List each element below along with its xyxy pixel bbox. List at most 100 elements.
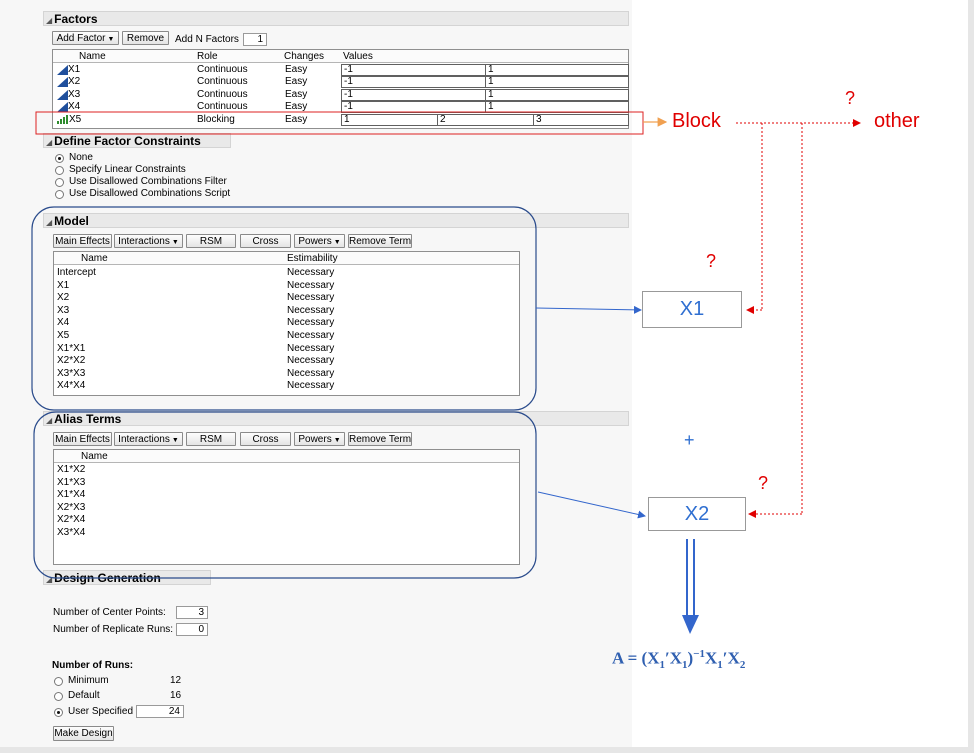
btn-label: RSM — [199, 236, 223, 247]
disclosure-triangle-icon[interactable]: ◢ — [46, 138, 53, 147]
term-estimability[interactable]: Necessary — [287, 304, 335, 316]
radio-linear-constraints[interactable] — [55, 166, 64, 175]
cross-button[interactable]: Cross — [240, 234, 291, 248]
model-to-x1-arrow — [535, 305, 642, 314]
term-estimability[interactable]: Necessary — [287, 267, 335, 278]
btn-label: Remove Term — [349, 236, 412, 247]
factor-name[interactable]: X4 — [68, 101, 81, 112]
replicate-runs-input[interactable]: 0 — [176, 623, 208, 636]
alias-term-row[interactable]: X3*X4 — [57, 527, 86, 538]
alias-outline-ring — [33, 411, 537, 579]
minimum-label: Minimum — [68, 675, 109, 686]
value-text: -1 — [344, 64, 353, 75]
radio-minimum[interactable] — [54, 677, 63, 686]
model-outline-header[interactable]: ◢Model — [43, 213, 629, 228]
alias-term-row[interactable]: X2*X4 — [57, 514, 86, 526]
factor-name[interactable]: X2 — [68, 76, 81, 87]
factor-value-high[interactable]: 1 — [485, 89, 629, 101]
term-estimability[interactable]: Necessary — [287, 355, 335, 367]
factor-changes[interactable]: Easy — [285, 101, 308, 112]
term-estimability[interactable]: Necessary — [287, 342, 335, 354]
alias-terms-table — [53, 449, 520, 565]
radio-user-specified[interactable] — [54, 708, 63, 717]
factor-value-1[interactable]: 1 — [341, 114, 438, 126]
factor-name[interactable]: X5 — [69, 114, 82, 125]
factor-name[interactable]: X1 — [68, 64, 81, 75]
factor-name[interactable]: X3 — [68, 89, 81, 100]
x2-box: X2 — [648, 497, 746, 531]
constraints-outline-header[interactable]: ◢Define Factor Constraints — [43, 133, 231, 148]
alias-powers-button[interactable]: Powers▼ — [294, 432, 345, 446]
term-estimability[interactable]: Necessary — [287, 279, 335, 291]
factor-changes[interactable]: Easy — [285, 114, 308, 125]
disclosure-triangle-icon[interactable]: ◢ — [46, 218, 53, 227]
value-text: 1 — [488, 89, 494, 100]
factor-role: Continuous — [197, 64, 248, 75]
alias-main-effects-button[interactable]: Main Effects — [53, 432, 112, 446]
powers-button[interactable]: Powers▼ — [294, 234, 345, 248]
alias-interactions-button[interactable]: Interactions▼ — [114, 432, 183, 446]
radio-disallowed-filter[interactable] — [55, 178, 64, 187]
factor-role: Continuous — [197, 89, 248, 100]
alias-matrix-formula: A = (X1′X1)−1X1′X2 — [612, 648, 745, 671]
factor-value-3[interactable]: 3 — [533, 114, 629, 126]
disclosure-triangle-icon[interactable]: ◢ — [46, 16, 53, 25]
factor-changes[interactable]: Easy — [285, 64, 308, 75]
formula-part: (X — [641, 648, 660, 668]
radio-disallowed-script[interactable] — [55, 190, 64, 199]
add-n-factors-input[interactable]: 1 — [243, 33, 267, 46]
formula-part: 1 — [717, 659, 723, 672]
factor-role: Continuous — [197, 101, 248, 112]
btn-label: Make Design — [54, 728, 113, 739]
double-arrow-head — [682, 615, 699, 634]
disclosure-triangle-icon[interactable]: ◢ — [46, 416, 53, 425]
alias-rsm-button[interactable]: RSM — [186, 432, 236, 446]
add-factor-button[interactable]: Add Factor▼ — [52, 31, 119, 45]
factor-changes[interactable]: Easy — [285, 89, 308, 100]
factor-value-high[interactable]: 1 — [485, 64, 629, 76]
interactions-button[interactable]: Interactions▼ — [114, 234, 183, 248]
factor-role: Continuous — [197, 76, 248, 87]
rsm-button[interactable]: RSM — [186, 234, 236, 248]
alias-remove-term-button[interactable]: Remove Term — [348, 432, 412, 446]
factors-outline-header[interactable]: ◢Factors — [43, 11, 629, 26]
term-estimability[interactable]: Necessary — [287, 367, 335, 379]
term-name: Intercept — [57, 267, 96, 278]
btn-label: RSM — [199, 434, 223, 445]
alias-term-row[interactable]: X1*X2 — [57, 464, 86, 475]
btn-label: Powers — [298, 434, 332, 445]
user-specified-runs-input[interactable]: 24 — [136, 705, 184, 718]
btn-label: Main Effects — [55, 236, 110, 247]
alias-term-row[interactable]: X1*X3 — [57, 476, 86, 488]
formula-part: X — [705, 648, 718, 668]
model-terms-table — [53, 251, 520, 396]
term-estimability[interactable]: Necessary — [287, 380, 335, 392]
factor-changes[interactable]: Easy — [285, 76, 308, 87]
factor-value-2[interactable]: 2 — [437, 114, 534, 126]
alias-term-row[interactable]: X1*X4 — [57, 489, 86, 501]
value-text: -1 — [344, 89, 353, 100]
model-outline-ring — [31, 206, 537, 411]
alias-term-row[interactable]: X2*X3 — [57, 501, 86, 513]
minimum-value: 12 — [170, 675, 182, 686]
remove-button[interactable]: Remove — [122, 31, 169, 45]
alias-cross-button[interactable]: Cross — [240, 432, 291, 446]
main-effects-button[interactable]: Main Effects — [53, 234, 112, 248]
value-text: 1 — [488, 101, 494, 112]
radio-default[interactable] — [54, 692, 63, 701]
remove-term-button[interactable]: Remove Term — [348, 234, 412, 248]
term-estimability[interactable]: Necessary — [287, 292, 335, 304]
default-label: Default — [68, 690, 100, 701]
center-points-input[interactable]: 3 — [176, 606, 208, 619]
factor-value-high[interactable]: 1 — [485, 76, 629, 88]
col-role: Role — [197, 51, 218, 62]
disclosure-triangle-icon[interactable]: ◢ — [46, 575, 53, 584]
term-estimability[interactable]: Necessary — [287, 330, 335, 341]
radio-none[interactable] — [55, 154, 64, 163]
option-linear-label: Specify Linear Constraints — [69, 164, 186, 175]
term-estimability[interactable]: Necessary — [287, 317, 335, 329]
btn-label: Interactions — [118, 236, 170, 247]
add-n-factors-label: Add N Factors — [175, 34, 239, 45]
make-design-button[interactable]: Make Design — [53, 726, 114, 741]
